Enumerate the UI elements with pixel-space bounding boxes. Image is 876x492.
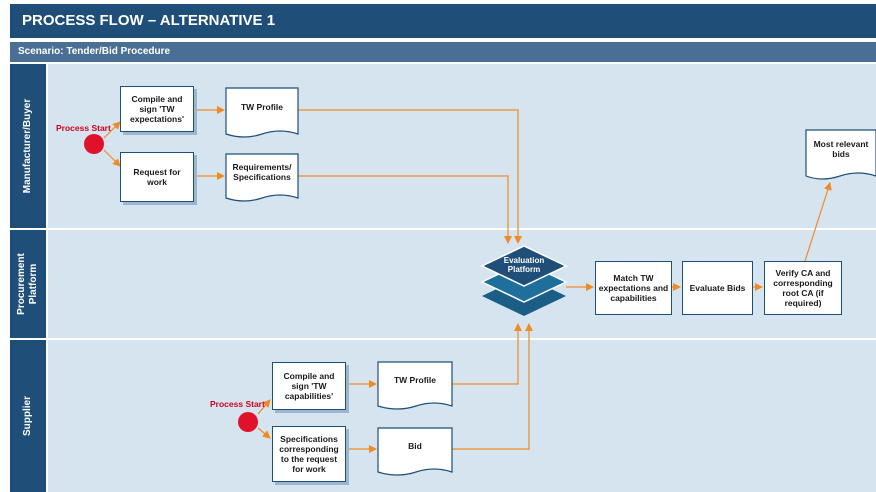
buyer-process-start-label: Process Start bbox=[56, 123, 111, 133]
request-for-work-box: Request for work bbox=[120, 152, 194, 202]
buyer-tw-profile-doc: TW Profile bbox=[240, 102, 284, 112]
supplier-tw-profile-doc: TW Profile bbox=[393, 375, 437, 385]
evaluation-platform-label: Evaluation Platform bbox=[503, 256, 545, 274]
supplier-process-start-dot bbox=[238, 412, 258, 432]
lane-supplier: Supplier bbox=[10, 340, 876, 492]
buyer-process-start-dot bbox=[84, 134, 104, 154]
supplier-process-start-label: Process Start bbox=[210, 399, 265, 409]
specifications-box: Specifications corresponding to the requ… bbox=[272, 426, 346, 482]
evaluate-bids-box: Evaluate Bids bbox=[682, 261, 753, 315]
arrow-supplier-start-specs bbox=[257, 427, 271, 439]
page-title: PROCESS FLOW – ALTERNATIVE 1 bbox=[10, 4, 876, 38]
stack-layer-top bbox=[480, 245, 568, 287]
arrow-requirements-evaluation bbox=[298, 175, 512, 244]
document-shapes bbox=[225, 87, 876, 476]
arrow-buyer-start-request bbox=[103, 149, 121, 167]
doc-shape-most-relevant bbox=[805, 129, 876, 180]
compile-tw-expectations-box: Compile and sign 'TW expectations' bbox=[120, 86, 194, 132]
arrow-connectors bbox=[103, 106, 832, 453]
requirements-specifications-doc: Requirements/ Specifications bbox=[232, 162, 292, 182]
arrow-bid-evaluation bbox=[452, 323, 533, 450]
match-tw-box: Match TW expectations and capabilities bbox=[595, 261, 672, 315]
lane-label-supplier: Supplier bbox=[10, 340, 46, 492]
arrow-verify-mostrelevant bbox=[804, 182, 832, 262]
arrow-twprofile-evaluation bbox=[298, 109, 522, 244]
most-relevant-bids-doc: Most relevant bids bbox=[813, 139, 869, 159]
doc-shape-bid bbox=[377, 427, 453, 476]
bid-doc: Bid bbox=[408, 441, 422, 451]
doc-shape-supplier-twprofile bbox=[377, 361, 453, 410]
arrow-buyer-start-compile bbox=[103, 121, 121, 139]
evaluation-platform-stack bbox=[480, 245, 568, 316]
compile-tw-capabilities-box: Compile and sign 'TW capabilities' bbox=[272, 362, 346, 410]
lane-label-buyer: Manufacturer/Buyer bbox=[10, 64, 46, 228]
doc-shape-requirements bbox=[225, 153, 299, 202]
arrow-supplier-start-compile bbox=[257, 399, 271, 415]
scenario-subtitle: Scenario: Tender/Bid Procedure bbox=[10, 42, 876, 62]
lane-body-supplier bbox=[48, 340, 876, 492]
verify-ca-box: Verify CA and corresponding root CA (if … bbox=[764, 261, 842, 315]
lane-label-platform: Procurement Platform bbox=[10, 230, 46, 338]
doc-shape-buyer-twprofile bbox=[225, 87, 299, 138]
